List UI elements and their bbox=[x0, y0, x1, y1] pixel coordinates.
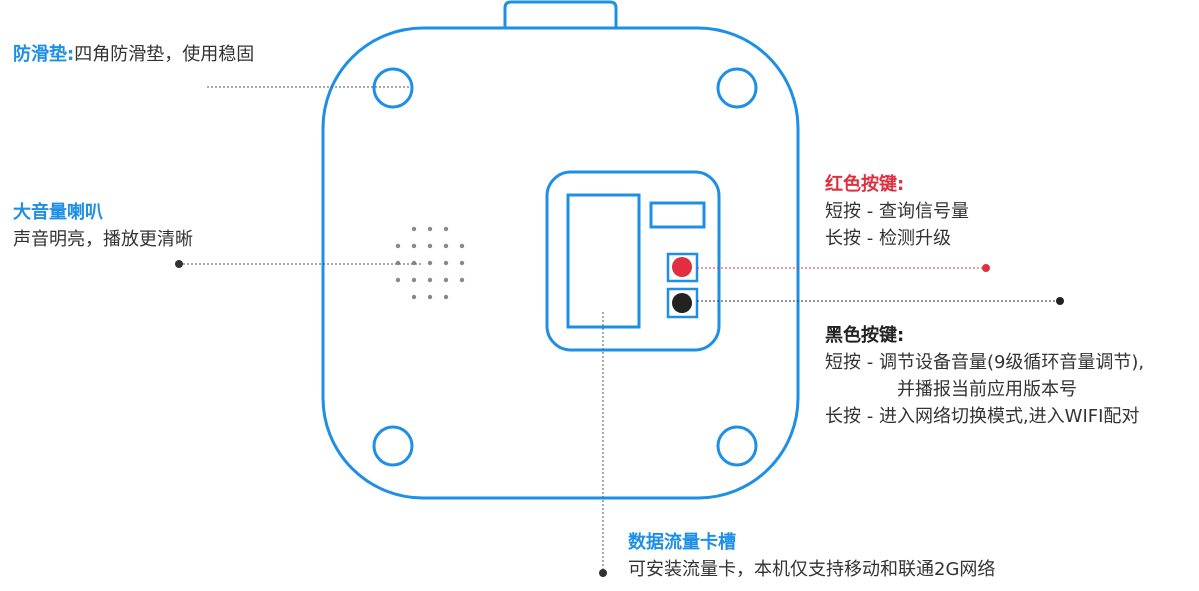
black-key-long: 长按 - 进入网络切换模式,进入WIFI配对 bbox=[825, 406, 1140, 427]
indicator-slot bbox=[649, 201, 706, 229]
sim-leader-dot bbox=[599, 569, 607, 577]
anti-slip-pad-icon bbox=[716, 67, 758, 109]
control-panel bbox=[545, 170, 721, 352]
hanger-tab bbox=[503, 0, 618, 28]
red-key-leader-dot bbox=[982, 264, 990, 272]
device-body bbox=[321, 26, 800, 500]
speaker-title: 大音量喇叭 bbox=[13, 202, 103, 223]
red-key-long: 长按 - 检测升级 bbox=[825, 228, 951, 249]
speaker-desc: 声音明亮，播放更清晰 bbox=[13, 229, 193, 250]
black-key-short-cont: 并播报当前应用版本号 bbox=[897, 379, 1077, 400]
pads-label: 防滑垫:四角防滑垫，使用稳固 bbox=[13, 43, 254, 67]
black-key-short: 短按 - 调节设备音量(9级循环音量调节), bbox=[825, 352, 1145, 373]
black-key-title: 黑色按键: bbox=[825, 325, 905, 346]
black-button-frame bbox=[666, 287, 699, 319]
red-button-icon bbox=[672, 257, 692, 277]
speaker-grille-icon bbox=[395, 226, 465, 300]
anti-slip-pad-icon bbox=[372, 67, 414, 109]
sim-slot-title: 数据流量卡槽 bbox=[628, 532, 736, 553]
anti-slip-pad-icon bbox=[372, 425, 414, 467]
speaker-leader-dot bbox=[175, 260, 183, 268]
red-key-title: 红色按键: bbox=[825, 174, 905, 195]
black-button-icon bbox=[672, 293, 692, 313]
anti-slip-pad-icon bbox=[716, 425, 758, 467]
pads-desc: 四角防滑垫，使用稳固 bbox=[74, 44, 255, 65]
pads-title: 防滑垫: bbox=[13, 44, 75, 65]
black-key-leader-dot bbox=[1056, 297, 1064, 305]
red-key-short: 短按 - 查询信号量 bbox=[825, 201, 969, 222]
sim-slot-desc: 可安装流量卡，本机仅支持移动和联通2G网络 bbox=[628, 559, 996, 580]
sim-slot-icon bbox=[566, 193, 641, 329]
